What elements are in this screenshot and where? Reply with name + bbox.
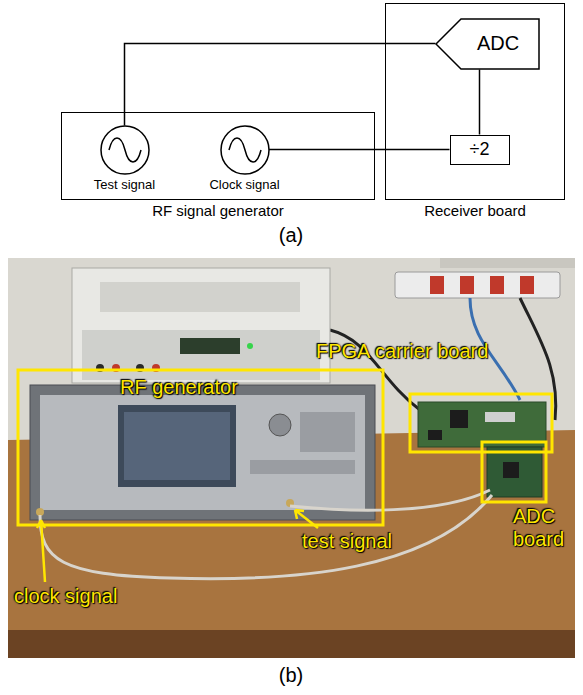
photo-annotation: test signal xyxy=(302,530,392,553)
divider-box: ÷2 xyxy=(450,135,510,165)
photo-annotation: FPGA carrier board xyxy=(316,340,488,363)
power-strip xyxy=(395,272,560,298)
circle-outline xyxy=(100,125,150,175)
button-row xyxy=(250,460,355,474)
adc-label: ADC xyxy=(477,32,519,55)
keypad xyxy=(300,412,355,452)
photo-annotation: clock signal xyxy=(14,585,117,608)
photo-annotation: RF generator xyxy=(120,376,238,399)
connector-header xyxy=(485,412,515,422)
rf-connector xyxy=(36,508,44,516)
source-label: Clock signal xyxy=(194,177,296,192)
supply-display xyxy=(180,338,240,354)
fpga-chip xyxy=(450,410,468,428)
vent-grille xyxy=(100,282,300,312)
receiver-board: Receiver boardADC÷2 xyxy=(385,3,565,200)
generator-screen xyxy=(118,405,236,487)
socket xyxy=(460,276,474,294)
desk-edge xyxy=(8,630,575,658)
rotary-knob xyxy=(269,414,291,436)
adc-symbol: ADC xyxy=(435,18,540,70)
source-label: Test signal xyxy=(74,177,176,192)
wire-connector xyxy=(269,149,450,151)
indicator-led xyxy=(247,343,253,349)
power-supply xyxy=(72,268,330,383)
sine-symbol xyxy=(109,138,141,162)
test-cable xyxy=(290,490,490,510)
leader-arrow xyxy=(37,520,45,582)
wire-connector xyxy=(125,44,436,126)
adc-pentagon xyxy=(436,19,539,69)
panel-label: (b) xyxy=(279,664,303,687)
rf-generator-panel xyxy=(40,395,365,510)
socket xyxy=(520,276,534,294)
highlight-frame xyxy=(18,370,383,525)
source-circle xyxy=(221,126,269,174)
box-heading: Receiver board xyxy=(386,202,564,219)
box-label: ÷2 xyxy=(470,139,490,160)
screen-content xyxy=(124,412,230,480)
photo-annotation: ADC board xyxy=(513,505,575,551)
sine-symbol xyxy=(229,138,261,162)
wire-connector xyxy=(479,70,481,135)
supply-front-panel xyxy=(82,330,320,380)
adc-board xyxy=(487,447,542,497)
generator-housing: RF signal generatorTest signalClock sign… xyxy=(61,112,375,200)
fpga-carrier-board xyxy=(418,402,546,447)
panel-label: (a) xyxy=(279,224,303,247)
box-heading: RF signal generator xyxy=(62,202,374,219)
source-circle xyxy=(101,126,149,174)
adc-chip xyxy=(503,462,519,478)
wall-shadow xyxy=(440,258,575,268)
component xyxy=(428,430,442,440)
signal-source: Test signal xyxy=(74,125,176,195)
highlight-frame xyxy=(482,442,546,502)
circle-outline xyxy=(220,125,270,175)
rf-generator-body xyxy=(30,385,375,520)
socket xyxy=(490,276,504,294)
wall xyxy=(8,258,575,658)
leader-arrow xyxy=(295,510,318,528)
socket xyxy=(430,276,444,294)
signal-source: Clock signal xyxy=(194,125,296,195)
